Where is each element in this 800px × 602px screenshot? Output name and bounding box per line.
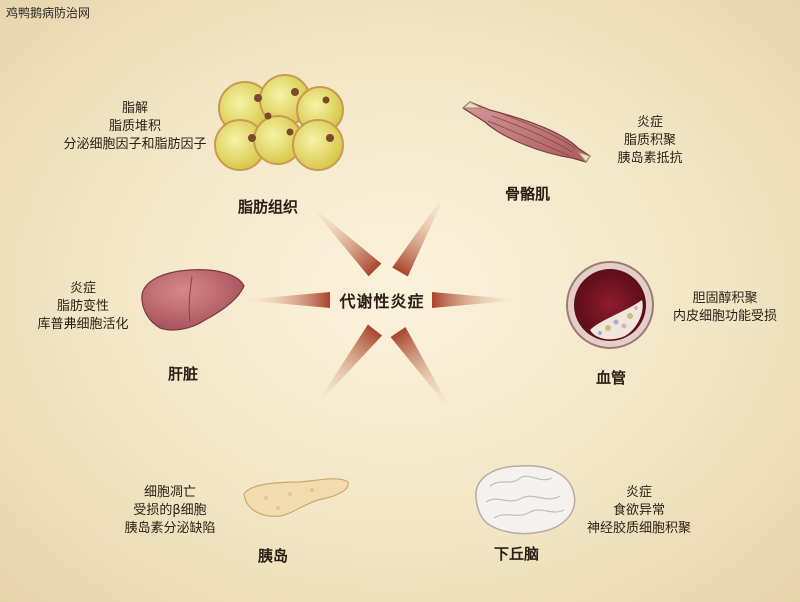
arrow-from-liver xyxy=(240,292,330,308)
arrow-from-adipose xyxy=(307,202,382,277)
hypothalamus-label: 下丘脑 xyxy=(494,545,540,563)
pancreas-description: 细胞凋亡 受损的β细胞 胰岛素分泌缺陷 xyxy=(110,484,230,538)
muscle-effect-1: 炎症 xyxy=(636,115,663,130)
arrow-from-vessel xyxy=(432,292,522,308)
hypothalamus-effect-3: 神经胶质细胞积聚 xyxy=(586,521,691,536)
liver-effect-1: 炎症 xyxy=(69,281,96,296)
liver-label: 肝脏 xyxy=(168,365,199,383)
muscle-description: 炎症 脂质积聚 胰岛素抵抗 xyxy=(600,114,700,168)
adipose-effect-3: 分泌细胞因子和脂肪因子 xyxy=(63,137,207,152)
adipose-tissue-illustration xyxy=(214,74,344,171)
center-concept-label: 代谢性炎症 xyxy=(339,292,425,311)
adipose-description: 脂解 脂质堆积 分泌细胞因子和脂肪因子 xyxy=(40,100,230,154)
hypothalamus-effect-2: 食欲异常 xyxy=(612,503,665,518)
pancreas-illustration xyxy=(243,478,349,517)
blood-vessel-illustration xyxy=(566,261,654,349)
arrow-from-muscle xyxy=(392,189,448,277)
liver-effect-2: 脂肪变性 xyxy=(56,299,109,314)
liver-effect-3: 库普弗细胞活化 xyxy=(37,317,129,332)
hypothalamus-description: 炎症 食欲异常 神经胶质细胞积聚 xyxy=(574,484,704,538)
vessel-effect-1: 胆固醇积聚 xyxy=(692,291,758,306)
liver-illustration xyxy=(141,269,245,331)
muscle-effect-2: 脂质积聚 xyxy=(623,133,676,148)
adipose-effect-2: 脂质堆积 xyxy=(108,119,161,134)
adipose-effect-1: 脂解 xyxy=(121,101,148,116)
pancreas-effect-2: 受损的β细胞 xyxy=(133,503,207,518)
muscle-label: 骨骼肌 xyxy=(505,185,551,203)
arrow-from-hypothalamus xyxy=(390,326,454,415)
pancreas-label: 胰岛 xyxy=(258,547,289,565)
vessel-label: 血管 xyxy=(596,369,627,387)
hypothalamus-effect-1: 炎症 xyxy=(625,485,652,500)
muscle-effect-3: 胰岛素抵抗 xyxy=(617,151,683,166)
adipose-label: 脂肪组织 xyxy=(238,198,299,216)
pancreas-effect-1: 细胞凋亡 xyxy=(143,485,196,500)
site-watermark: 鸡鸭鹅病防治网 xyxy=(6,6,91,20)
arrow-from-pancreas xyxy=(313,324,383,409)
liver-description: 炎症 脂肪变性 库普弗细胞活化 xyxy=(18,280,148,334)
vessel-description: 胆固醇积聚 内皮细胞功能受损 xyxy=(662,290,788,326)
vessel-effect-2: 内皮细胞功能受损 xyxy=(672,309,777,324)
hypothalamus-illustration xyxy=(475,465,576,535)
skeletal-muscle-illustration xyxy=(461,101,591,163)
pancreas-effect-3: 胰岛素分泌缺陷 xyxy=(124,521,216,536)
